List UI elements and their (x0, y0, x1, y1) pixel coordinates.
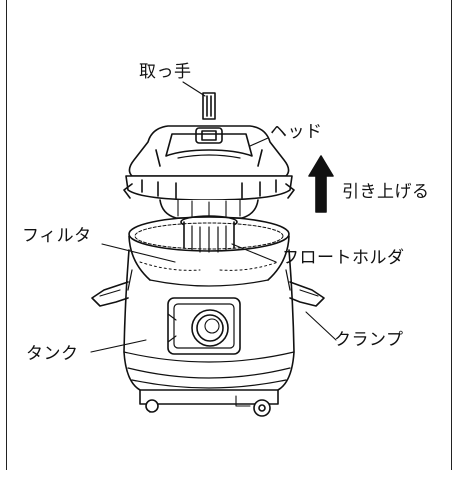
head-unit (123, 125, 295, 219)
filter-bag (128, 216, 290, 287)
label-handle: 取っ手 (139, 62, 192, 82)
label-head: ヘッド (270, 122, 323, 142)
label-filter: フィルタ (22, 226, 92, 246)
filter-leader (101, 243, 176, 263)
manual-page-frame (6, 0, 452, 470)
float-holder-leader (231, 243, 277, 263)
handle-knob (202, 92, 216, 120)
clamp-leader (305, 311, 337, 341)
clamps (91, 269, 325, 307)
label-tank: タンク (26, 344, 79, 364)
leader-lines (90, 81, 337, 353)
handle-leader (182, 81, 206, 97)
label-lift: 引き上げる (342, 182, 430, 202)
label-clamp: クランプ (334, 330, 404, 350)
float-holder (180, 215, 238, 253)
label-float-holder: フロートホルダ (282, 248, 405, 268)
tank-body (123, 249, 295, 417)
tank-leader (90, 339, 147, 353)
lift-arrow (308, 155, 334, 213)
head-leader (249, 137, 269, 147)
